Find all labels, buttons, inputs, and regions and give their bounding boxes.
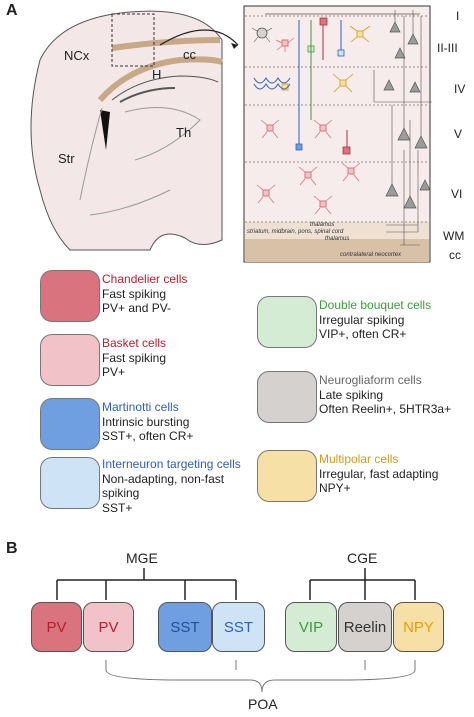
legend-line: Fast spiking	[102, 286, 167, 301]
label-str: Str	[58, 151, 75, 166]
label-poa: POA	[248, 696, 278, 712]
label-th: Th	[176, 125, 192, 140]
box-vip: VIP	[285, 602, 337, 652]
swatch-interneuron-targeting	[40, 457, 100, 509]
legend-title: Basket cells	[102, 336, 167, 350]
legend-line: Late spiking	[319, 387, 384, 402]
legend-title: Martinotti cells	[102, 400, 179, 414]
legend-neurogliaform: Neurogliaform cells Late spiking Often R…	[257, 371, 471, 426]
box-pv-chandelier: PV	[31, 602, 82, 652]
box-sst-interneuron: SST	[212, 602, 265, 652]
legend-interneuron-targeting: Interneuron targeting cells Non-adapting…	[40, 457, 250, 519]
layer-cc: cc	[449, 248, 461, 262]
label-cc: cc	[183, 47, 196, 62]
legend-title: Chandelier cells	[102, 272, 188, 286]
legend-line: Irregular spiking	[319, 312, 405, 327]
tract-contralateral: contralateral neocortex	[340, 252, 402, 258]
swatch-neurogliaform	[257, 371, 317, 423]
swatch-martinotti	[40, 398, 100, 450]
label-h: H	[152, 67, 162, 82]
layer-ii-iii: II-III	[437, 41, 458, 55]
brain-coronal-section	[30, 10, 239, 251]
legend-double-bouquet: Double bouquet cells Irregular spiking V…	[257, 296, 467, 351]
tract-striatum: striatum, midbrain, pons, spinal cord	[247, 229, 344, 235]
legend-line: NPY+	[319, 481, 351, 495]
legend-basket: Basket cells Fast spiking PV+	[40, 334, 240, 389]
box-pv-basket: PV	[83, 602, 134, 652]
label-ncx: NCx	[64, 48, 90, 63]
legend-line: Fast spiking	[102, 350, 167, 365]
legend-line: VIP+, often CR+	[319, 327, 407, 341]
legend-line: SST+	[102, 500, 133, 515]
tract-thalamus-2: thalamus	[325, 236, 350, 242]
label-cge: CGE	[347, 550, 378, 566]
swatch-multipolar	[257, 450, 317, 502]
box-reelin: Reelin	[338, 602, 392, 652]
label-mge: MGE	[126, 550, 158, 566]
legend-title: Double bouquet cells	[319, 298, 432, 312]
layer-i: I	[456, 9, 460, 23]
swatch-basket	[40, 334, 100, 386]
lineage-tree	[56, 568, 416, 600]
legend-martinotti: Martinotti cells Intrinsic bursting SST+…	[40, 398, 240, 453]
legend-line: Intrinsic bursting	[102, 414, 190, 429]
poa-bracket	[105, 660, 416, 693]
legend-multipolar: Multipolar cells Irregular, fast adaptin…	[257, 450, 467, 505]
cortex-column	[243, 5, 432, 263]
box-npy: NPY	[393, 602, 444, 652]
legend-title: Interneuron targeting cells	[102, 457, 241, 471]
layer-wm: WM	[443, 229, 465, 243]
panel-b-letter: B	[6, 540, 18, 557]
legend-line: Irregular, fast adapting	[319, 466, 439, 481]
legend-title: Neurogliaform cells	[319, 373, 422, 387]
legend-chandelier: Chandelier cells Fast spiking PV+ and PV…	[40, 270, 240, 325]
box-sst-martinotti: SST	[158, 602, 212, 652]
legend-line: Often Reelin+, 5HTR3a+	[319, 402, 452, 416]
legend-line: PV+	[102, 365, 126, 379]
layer-iv: IV	[454, 82, 466, 96]
layer-vi: VI	[451, 187, 463, 201]
legend-line: Non-adapting, non-fast	[102, 471, 225, 486]
legend-line: SST+, often CR+	[102, 429, 194, 443]
legend-title: Multipolar cells	[319, 452, 399, 466]
legend-line: PV+ and PV-	[102, 301, 172, 315]
layer-v: V	[454, 127, 463, 141]
tract-thalamus-1: thalamus	[310, 222, 335, 228]
panel-a-letter: A	[6, 2, 18, 19]
swatch-chandelier	[40, 270, 100, 322]
swatch-double-bouquet	[257, 296, 317, 348]
legend-line: spiking	[102, 486, 140, 500]
